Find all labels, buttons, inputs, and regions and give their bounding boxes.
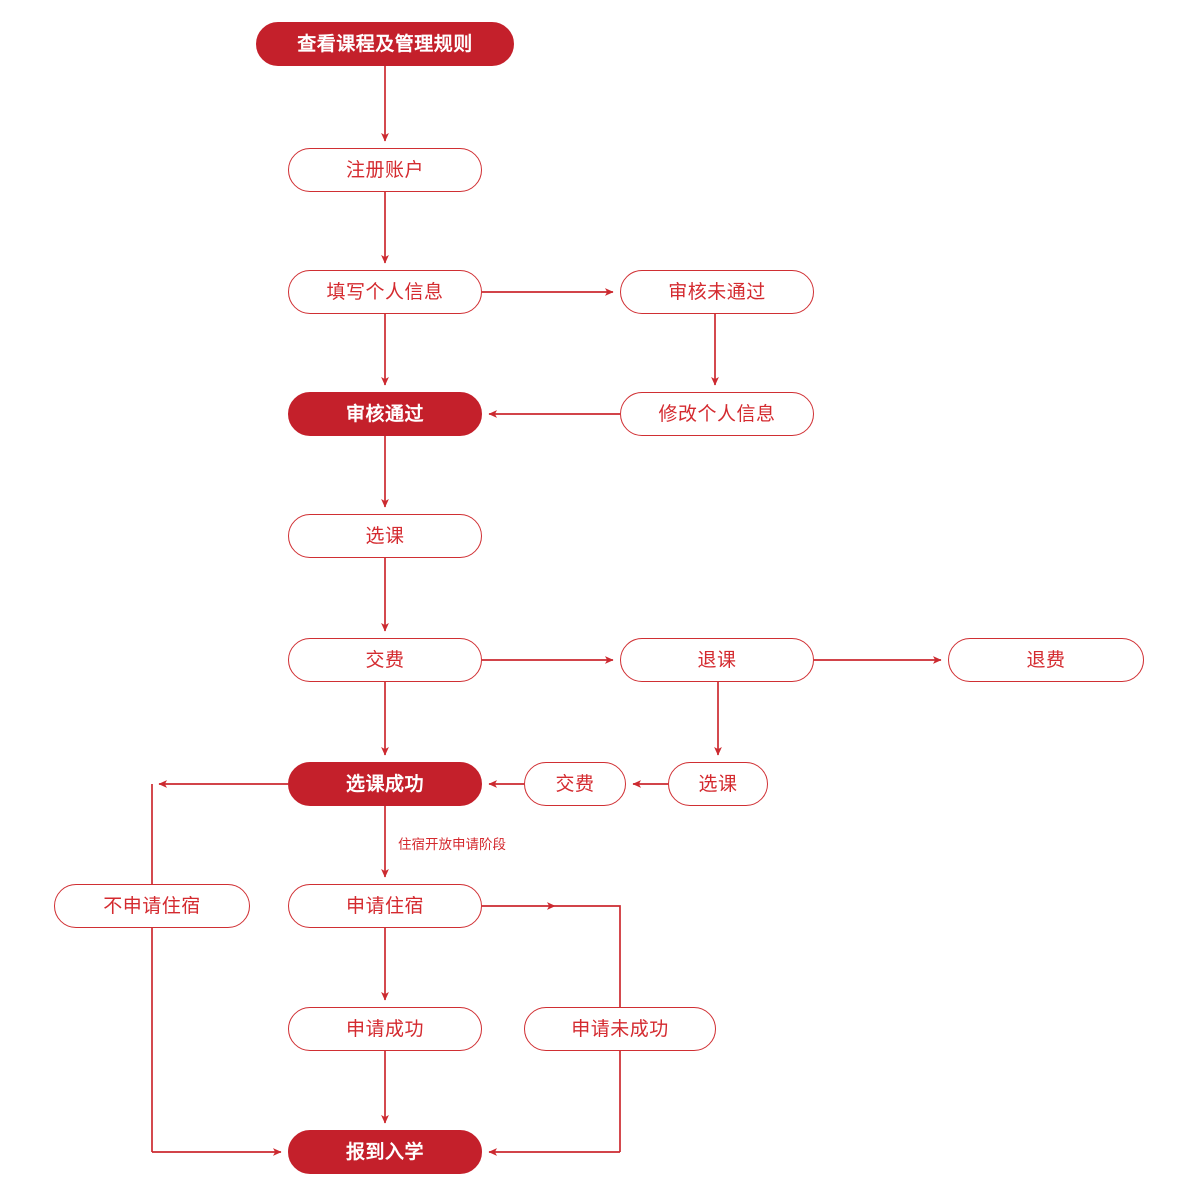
- node-pay-fee[interactable]: 交费: [288, 638, 482, 682]
- node-select-course-retry[interactable]: 选课: [668, 762, 768, 806]
- node-enrollment[interactable]: 报到入学: [288, 1130, 482, 1174]
- node-label: 申请成功: [345, 1018, 424, 1040]
- node-label: 选课: [698, 773, 738, 795]
- node-pay-fee-retry[interactable]: 交费: [524, 762, 626, 806]
- node-label: 不申请住宿: [103, 895, 201, 917]
- node-view-courses-rules[interactable]: 查看课程及管理规则: [256, 22, 514, 66]
- node-label: 报到入学: [345, 1141, 424, 1163]
- edge-label-dorm-application-phase: 住宿开放申请阶段: [398, 838, 506, 852]
- node-course-selection-success[interactable]: 选课成功: [288, 762, 482, 806]
- node-review-failed[interactable]: 审核未通过: [620, 270, 814, 314]
- node-label: 审核未通过: [668, 281, 766, 303]
- edge-label-text: 住宿开放申请阶段: [398, 837, 506, 852]
- node-label: 退课: [697, 649, 737, 671]
- node-application-success[interactable]: 申请成功: [288, 1007, 482, 1051]
- node-label: 填写个人信息: [326, 281, 444, 303]
- node-label: 选课: [365, 525, 405, 547]
- node-modify-personal-info[interactable]: 修改个人信息: [620, 392, 814, 436]
- node-label: 退费: [1026, 649, 1066, 671]
- node-label: 申请住宿: [345, 895, 424, 917]
- node-review-passed[interactable]: 审核通过: [288, 392, 482, 436]
- node-label: 注册账户: [345, 159, 424, 181]
- node-label: 审核通过: [345, 403, 424, 425]
- node-label: 查看课程及管理规则: [297, 33, 473, 55]
- node-label: 申请未成功: [571, 1018, 669, 1040]
- node-fill-personal-info[interactable]: 填写个人信息: [288, 270, 482, 314]
- node-register-account[interactable]: 注册账户: [288, 148, 482, 192]
- node-label: 选课成功: [345, 773, 424, 795]
- node-label: 交费: [555, 773, 595, 795]
- node-label: 修改个人信息: [658, 403, 776, 425]
- node-drop-course[interactable]: 退课: [620, 638, 814, 682]
- node-application-failed[interactable]: 申请未成功: [524, 1007, 716, 1051]
- node-label: 交费: [365, 649, 405, 671]
- node-refund[interactable]: 退费: [948, 638, 1144, 682]
- node-no-dorm-application[interactable]: 不申请住宿: [54, 884, 250, 928]
- node-apply-dorm[interactable]: 申请住宿: [288, 884, 482, 928]
- node-select-course[interactable]: 选课: [288, 514, 482, 558]
